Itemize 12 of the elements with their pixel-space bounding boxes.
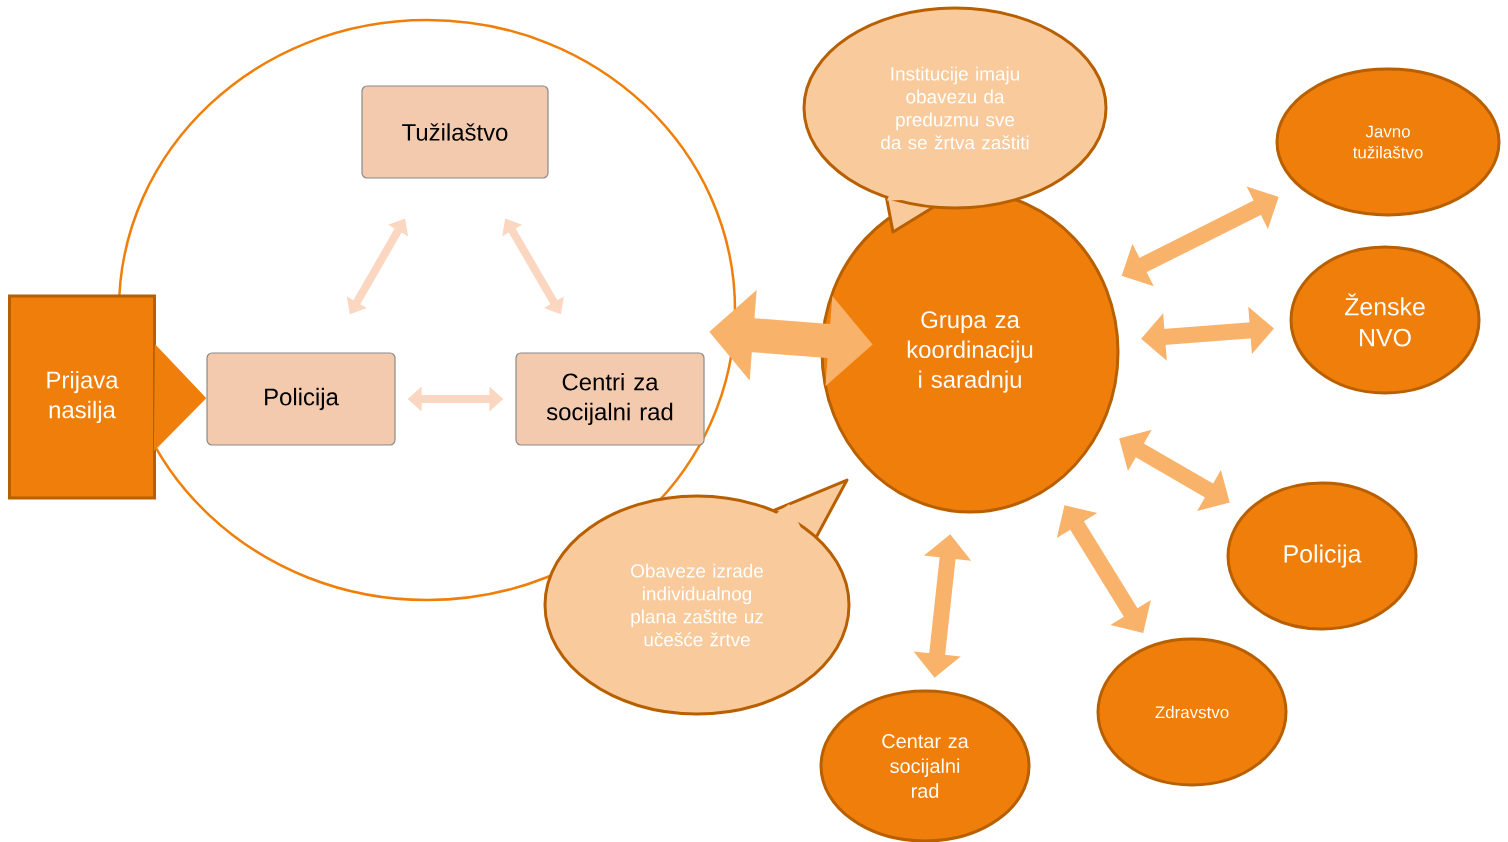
speech-bubble: Institucije imaju obavezu da preduzmu sve da se žrtva zaštiti xyxy=(802,6,1108,234)
process-box: Policija xyxy=(206,352,396,446)
ellipse-node: Grupa za koordinaciju i saradnju xyxy=(820,190,1120,514)
ellipse-node: Policija xyxy=(1226,481,1418,631)
ellipse-node: Ženske NVO xyxy=(1289,245,1481,395)
ellipse-node: Zdravstvo xyxy=(1096,637,1288,787)
ellipse-node: Javno tužilaštvo xyxy=(1275,67,1501,217)
double-arrow xyxy=(1056,505,1151,633)
process-box: Centri za socijalni rad xyxy=(515,352,705,446)
ellipse-node: Centar za socijalni rad xyxy=(819,689,1031,842)
process-box: Tužilaštvo xyxy=(361,85,549,179)
speech-bubble: Obaveze izrade individualnog plana zaštite uz učešće žrtve xyxy=(543,478,851,716)
